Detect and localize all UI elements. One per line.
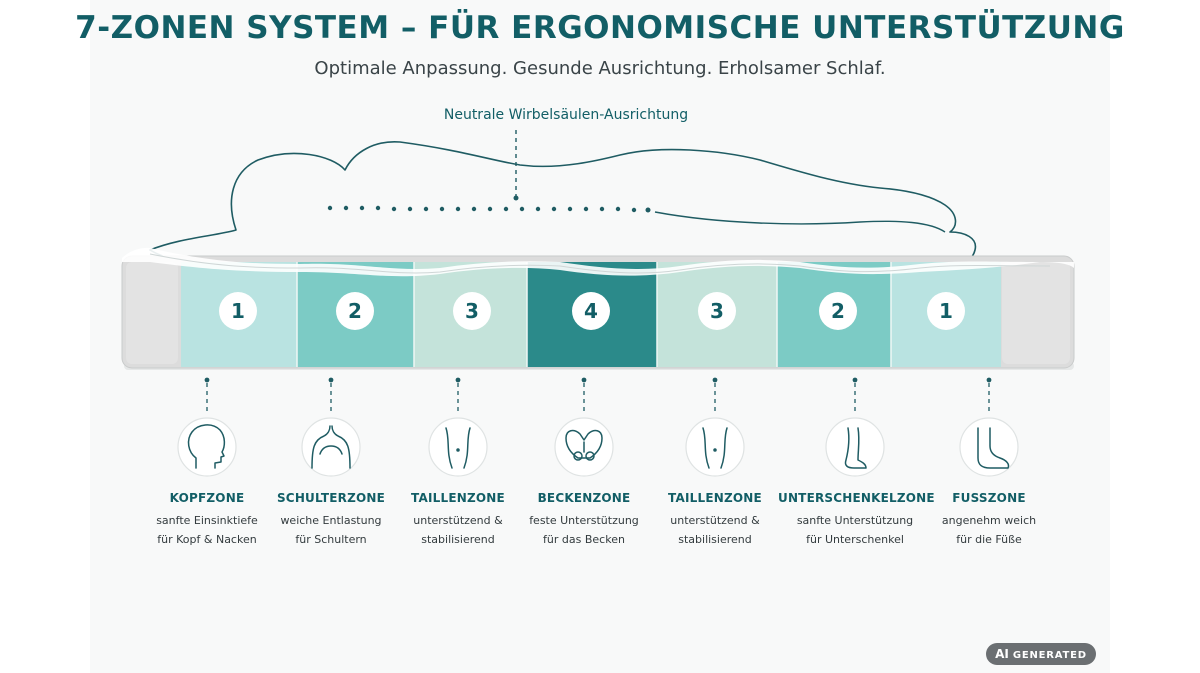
waist-icon: [445, 427, 471, 469]
zone-label-taillenzone-1: TAILLENZONE unterstützend & stabilisiere…: [383, 489, 533, 549]
zone-circle-6: [819, 292, 857, 330]
zone-desc-line: für die Füße: [956, 533, 1022, 546]
zone-name: FUSSZONE: [952, 491, 1026, 505]
zone-label-schulterzone: SCHULTERZONE weiche Entlastung für Schul…: [256, 489, 406, 549]
zone-circle-5: [698, 292, 736, 330]
zone-desc-line: sanfte Einsinktiefe: [156, 514, 258, 527]
zone-number-4: 4: [584, 299, 598, 323]
foam-end-left: [126, 262, 178, 364]
spine-callout-dot: [513, 195, 519, 201]
zone-circle-1: [219, 292, 257, 330]
zone-desc-line: stabilisierend: [678, 533, 752, 546]
connector-dots: [204, 377, 992, 383]
badge-ai: AI: [995, 647, 1009, 661]
zone-dividers: [296, 262, 892, 367]
zone-circle-3: [453, 292, 491, 330]
zone-name: TAILLENZONE: [411, 491, 505, 505]
zone-label-taillenzone-2: TAILLENZONE unterstützend & stabilisiere…: [640, 489, 790, 549]
comfort-layer-edge: [149, 253, 1051, 274]
zone-description: unterstützend & stabilisierend: [383, 511, 533, 549]
badge-text: GENERATED: [1012, 650, 1087, 661]
zone-circle-7: [927, 292, 965, 330]
foam-end-right: [1002, 262, 1070, 364]
zone-description: sanfte Einsinktiefe für Kopf & Nacken: [132, 511, 282, 549]
zone-desc-line: stabilisierend: [421, 533, 495, 546]
zone-name: KOPFZONE: [169, 491, 245, 505]
head-icon: [187, 424, 226, 469]
zone-number-circles: [219, 292, 965, 330]
zone-desc-line: feste Unterstützung: [529, 514, 639, 527]
zone-description: sanfte Unterstützung für Unterschenkel: [778, 511, 932, 549]
zone-name: TAILLENZONE: [668, 491, 762, 505]
arm-outline: [654, 211, 946, 233]
spine-dots: [327, 205, 651, 213]
spine-alignment-label: Neutrale Wirbelsäulen-Ausrichtung: [443, 107, 689, 123]
zone-desc-line: für Unterschenkel: [806, 533, 904, 546]
zone-number-7: 1: [939, 299, 953, 323]
zone-label-unterschenkelzone: UNTERSCHENKELZONE sanfte Unterstützung f…: [778, 489, 935, 549]
zone-desc-line: für Kopf & Nacken: [157, 533, 257, 546]
zone-label-kopfzone: KOPFZONE sanfte Einsinktiefe für Kopf & …: [132, 489, 282, 549]
shoulders-icon: [311, 425, 351, 469]
zone-circle-2: [336, 292, 374, 330]
zone-name: UNTERSCHENKELZONE: [778, 491, 935, 505]
pelvis-icon: [565, 429, 603, 461]
foot-icon: [977, 427, 1010, 469]
zone-desc-line: unterstützend &: [670, 514, 760, 527]
zone-name: BECKENZONE: [537, 491, 631, 505]
zone-description: angenehm weich für die Füße: [914, 511, 1064, 549]
waist-icon: [702, 427, 728, 469]
zone-connectors: [206, 383, 990, 412]
zone-desc-line: für das Becken: [543, 533, 625, 546]
zone-desc-line: für Schultern: [295, 533, 367, 546]
comfort-layer: [122, 247, 1074, 277]
zone-desc-line: unterstützend &: [413, 514, 503, 527]
zone-name: SCHULTERZONE: [276, 491, 386, 505]
zone-desc-line: angenehm weich: [941, 514, 1037, 527]
zone-label-fusszone: FUSSZONE angenehm weich für die Füße: [914, 489, 1064, 549]
zone-number-2: 2: [348, 299, 362, 323]
zone-number-6: 2: [831, 299, 845, 323]
zone-number-3: 3: [465, 299, 479, 323]
zone-description: unterstützend & stabilisierend: [640, 511, 790, 549]
zone-desc-line: weiche Entlastung: [280, 514, 382, 527]
zone-label-beckenzone: BECKENZONE feste Unterstützung für das B…: [509, 489, 659, 549]
zone-desc-line: sanfte Unterstützung: [796, 514, 914, 527]
zone-description: feste Unterstützung für das Becken: [509, 511, 659, 549]
page-subtitle: Optimale Anpassung. Gesunde Ausrichtung.…: [314, 58, 886, 79]
lower-leg-icon: [844, 427, 867, 469]
zone-circle-4: [572, 292, 610, 330]
page-title: 7-ZONEN SYSTEM – FÜR ERGONOMISCHE UNTERS…: [75, 10, 1125, 46]
zone-description: weiche Entlastung für Schultern: [256, 511, 406, 549]
icon-circles: [177, 417, 1019, 477]
zone-number-5: 3: [710, 299, 724, 323]
zone-number-1: 1: [231, 299, 245, 323]
